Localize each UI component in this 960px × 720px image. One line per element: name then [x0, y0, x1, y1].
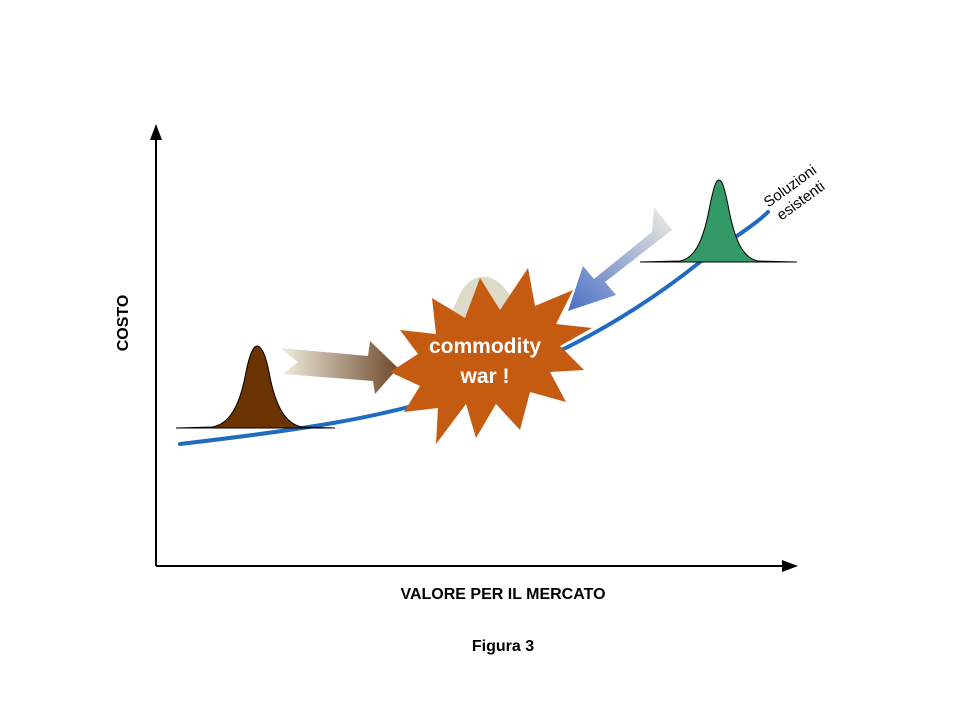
right-distribution — [639, 179, 798, 263]
figure-caption: Figura 3 — [472, 638, 534, 655]
right-arrow — [568, 207, 672, 311]
burst-text-line1: commodity — [429, 335, 541, 358]
commodity-war-burst — [390, 268, 592, 444]
left-arrow — [280, 341, 398, 394]
y-axis-label: COSTO — [115, 295, 132, 352]
burst-text-line2: war ! — [459, 365, 509, 388]
left-distribution — [175, 345, 336, 429]
x-axis-label: VALORE PER IL MERCATO — [400, 586, 605, 603]
